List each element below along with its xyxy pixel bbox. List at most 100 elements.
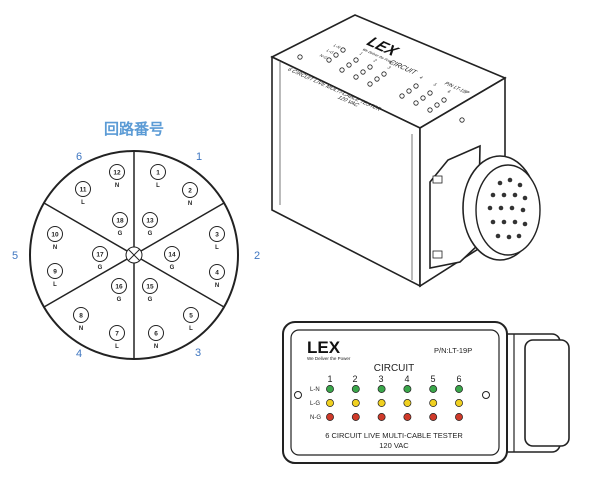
front-voltage: 120 VAC	[379, 441, 409, 450]
center-mark	[125, 246, 143, 264]
pin-code: L	[81, 200, 85, 206]
front-row-labels: L-N L-G N-G	[310, 387, 321, 421]
row-label: N-G	[318, 53, 329, 59]
led-indicator	[326, 413, 334, 421]
pin-number: 17	[96, 252, 104, 259]
pin-16: 16 G	[111, 278, 127, 303]
led-indicator	[403, 413, 412, 421]
led-indicator	[403, 385, 412, 393]
pin-code: G	[170, 265, 175, 271]
pin-8: 8 N	[73, 307, 89, 332]
device-front-view: LEX We Deliver the Power P/N:LT-19P CIRC…	[282, 321, 570, 464]
row-label: L-N	[332, 43, 342, 49]
front-column-numbers: 1 2 3 4 5 6	[327, 374, 461, 384]
front-connector-housing	[498, 333, 570, 453]
pin-number: 13	[146, 218, 154, 225]
pin-number: 16	[115, 284, 123, 291]
pin-code: N	[215, 283, 219, 289]
pin-number: 8	[79, 313, 83, 320]
pin-17: 17 G	[92, 246, 108, 271]
column-number: 6	[446, 89, 453, 93]
pin-grid: 1 L 2 N 3 L 4 N	[47, 164, 225, 350]
column-number: 4	[404, 374, 409, 384]
front-brand-tagline: We Deliver the Power	[307, 356, 351, 361]
pin-number: 4	[215, 270, 219, 277]
pin-number: 18	[116, 218, 124, 225]
pin-code: G	[148, 231, 153, 237]
pin-code: L	[115, 344, 119, 350]
led-indicator	[377, 385, 386, 393]
led-indicator	[403, 399, 412, 407]
led-indicator	[377, 399, 386, 407]
sector-number: 6	[76, 151, 82, 163]
pin-5: 5 L	[183, 307, 199, 332]
pin-code: L	[189, 326, 193, 332]
pin-number: 3	[215, 232, 219, 239]
sector-number: 1	[196, 151, 202, 163]
pin-code: N	[188, 201, 192, 207]
pin-number: 5	[189, 313, 193, 320]
led-indicator	[351, 385, 360, 393]
pin-number: 7	[115, 331, 119, 338]
pin-code: G	[117, 297, 122, 303]
column-number: 3	[378, 374, 383, 384]
pin-number: 15	[146, 284, 154, 291]
pin-number: 2	[188, 188, 192, 195]
sector-number: 4	[76, 348, 82, 360]
pin-number: 12	[113, 170, 121, 177]
row-label: L-G	[325, 48, 335, 54]
pin-code: L	[215, 245, 219, 251]
led-indicator	[455, 413, 463, 421]
pin-number: 6	[154, 331, 158, 338]
led-indicator	[326, 385, 334, 393]
pin-12: 12 N	[109, 164, 125, 189]
pin-number: 11	[80, 187, 87, 194]
pin-18: 18 G	[112, 212, 128, 237]
front-panel-outline	[282, 321, 508, 464]
pin-number: 10	[51, 232, 59, 239]
pin-1: 1 L	[150, 164, 166, 189]
pin-code: G	[98, 265, 103, 271]
led-array	[297, 47, 465, 123]
pin-3: 3 L	[209, 226, 225, 251]
row-label: N-G	[310, 415, 321, 421]
pin-11: 11 L	[75, 181, 91, 206]
pin-code: L	[53, 282, 57, 288]
sector-number: 2	[254, 250, 260, 262]
connector-pins	[487, 177, 528, 240]
column-number: 1	[358, 51, 365, 55]
pin-10: 10 N	[47, 226, 63, 251]
pin-code: N	[53, 245, 57, 251]
row-label: L-G	[310, 401, 320, 407]
device-isometric-view: LEX We Deliver the Power CIRCUIT P/N LT-…	[270, 14, 541, 288]
led-indicator	[377, 413, 386, 421]
led-indicator	[326, 399, 334, 407]
front-part-number: P/N:LT-19P	[434, 346, 472, 355]
pin-13: 13 G	[142, 212, 158, 237]
front-led-grid	[326, 385, 463, 421]
sector-number: 3	[195, 347, 201, 359]
pin-14: 14 G	[164, 246, 180, 271]
front-brand-logo: LEX	[307, 338, 341, 357]
column-number: 2	[372, 58, 379, 62]
led-indicator	[351, 399, 360, 407]
led-indicator	[429, 399, 438, 407]
diagram-title: 回路番号	[104, 120, 164, 138]
front-model-line: 6 CIRCUIT LIVE MULTI-CABLE TESTER	[325, 431, 463, 440]
column-number: 2	[352, 374, 357, 384]
pin-7: 7 L	[109, 325, 125, 350]
pin-code: G	[118, 231, 123, 237]
mounting-hole-left	[294, 391, 302, 399]
pin-code: G	[148, 297, 153, 303]
pin-code: N	[115, 183, 119, 189]
connector-face	[475, 164, 541, 256]
sector-number: 5	[12, 250, 18, 262]
sector-dividers	[43, 151, 225, 359]
led-indicator	[429, 413, 438, 421]
device-connector	[429, 144, 541, 269]
pin-number: 1	[156, 170, 160, 177]
row-label: L-N	[310, 387, 320, 393]
led-indicator	[455, 385, 463, 393]
column-number: 5	[430, 374, 435, 384]
